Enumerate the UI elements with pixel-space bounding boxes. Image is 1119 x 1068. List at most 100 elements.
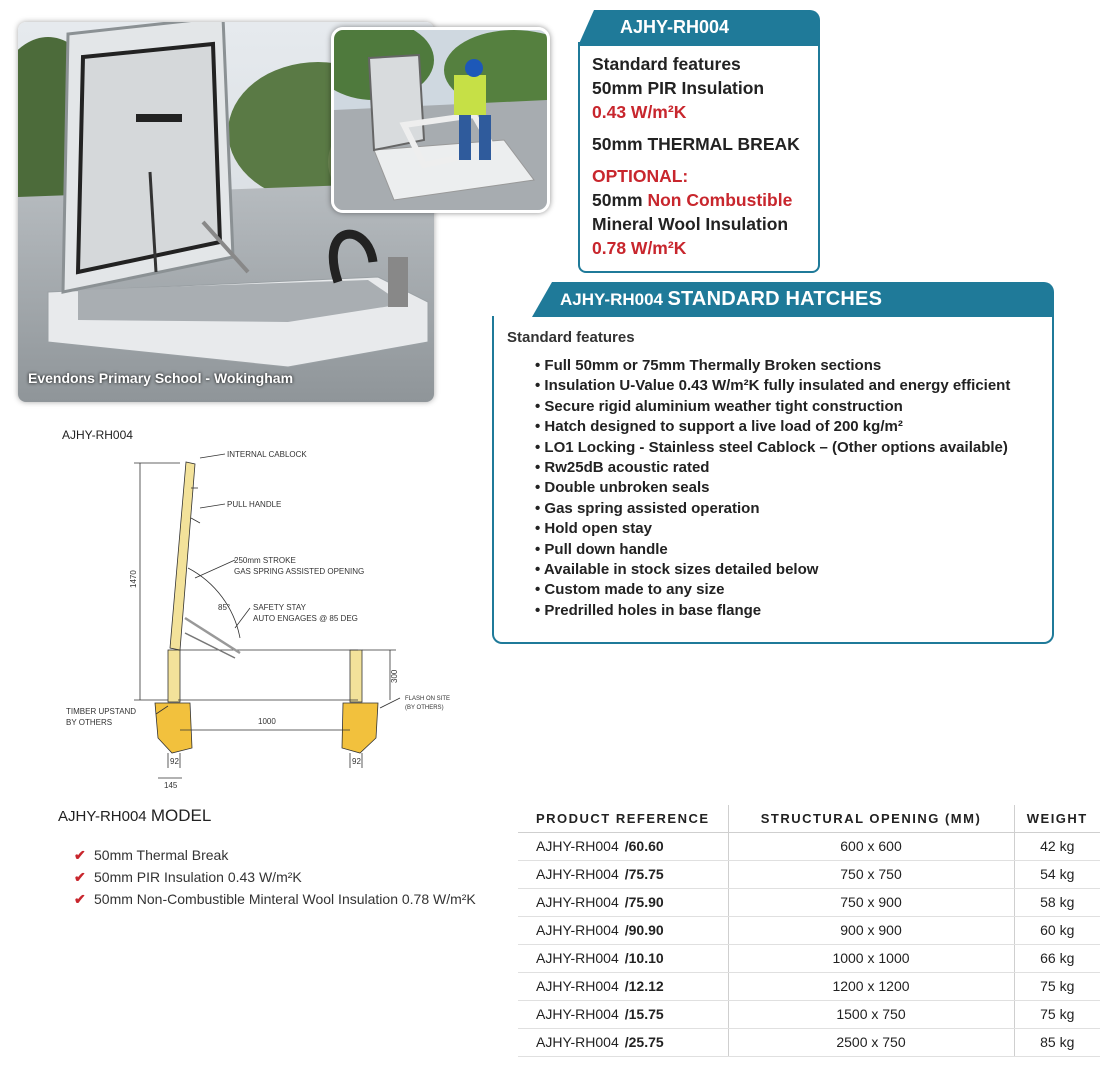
weight: 85 kg xyxy=(1013,1028,1100,1057)
product-reference: AJHY-RH004/75.75 xyxy=(518,860,728,889)
feature-item: • Available in stock sizes detailed belo… xyxy=(535,561,819,579)
mineral-wool-line: Mineral Wool Insulation xyxy=(592,214,789,234)
list-item: ✔ 50mm Thermal Break xyxy=(74,844,476,866)
structural-opening: 900 x 900 xyxy=(727,916,1014,945)
label-cablock: INTERNAL CABLOCK xyxy=(227,450,307,459)
feature-item: • Hold open stay xyxy=(535,520,652,538)
product-reference: AJHY-RH004/10.10 xyxy=(518,944,728,973)
label-timber-1: TIMBER UPSTAND xyxy=(66,707,136,716)
feature-item: • Secure rigid aluminium weather tight c… xyxy=(535,397,903,415)
label-height: 1470 xyxy=(129,570,138,588)
features-subtitle: Standard features xyxy=(507,329,635,346)
header-product-reference: PRODUCT REFERENCE xyxy=(518,805,728,833)
feature-item: • Predrilled holes in base flange xyxy=(535,601,762,619)
weight: 58 kg xyxy=(1013,888,1100,917)
hatches-code: AJHY-RH004 xyxy=(560,290,663,309)
label-pull-handle: PULL HANDLE xyxy=(227,500,281,509)
model-option-list: ✔ 50mm Thermal Break ✔ 50mm PIR Insulati… xyxy=(74,844,476,910)
non-combustible-label: Non Combustible xyxy=(647,190,793,210)
feature-item: • Gas spring assisted operation xyxy=(535,499,760,517)
checkmark-icon: ✔ xyxy=(74,847,86,863)
option-text: 50mm Thermal Break xyxy=(94,847,229,863)
label-stay-1: SAFETY STAY xyxy=(253,603,307,612)
label-flash-2: (BY OTHERS) xyxy=(405,705,444,711)
table-row: AJHY-RH004/12.12 1200 x 1200 75 kg xyxy=(518,972,1100,1001)
standard-features-line: Standard features xyxy=(592,54,741,74)
table-row: AJHY-RH004/90.90 900 x 900 60 kg xyxy=(518,916,1100,945)
standard-hatches-tab: AJHY-RH004 STANDARD HATCHES xyxy=(532,282,1054,317)
feature-item: • Insulation U-Value 0.43 W/m²K fully in… xyxy=(535,377,1011,395)
table-row: AJHY-RH004/75.90 750 x 900 58 kg xyxy=(518,888,1100,917)
structural-opening: 750 x 750 xyxy=(727,860,1014,889)
label-upstand-height: 300 xyxy=(390,669,399,683)
option-text: 50mm Non-Combustible Minteral Wool Insul… xyxy=(94,891,476,907)
model-heading-code: AJHY-RH004 xyxy=(58,808,147,825)
structural-opening: 600 x 600 xyxy=(727,832,1014,861)
product-reference: AJHY-RH004/75.90 xyxy=(518,888,728,917)
label-dim-right: 92 xyxy=(352,757,361,766)
header-structural-opening: STRUCTURAL OPENING (MM) xyxy=(727,805,1014,833)
label-angle: 85° xyxy=(218,603,230,612)
technical-drawing: INTERNAL CABLOCK PULL HANDLE 250mm STROK… xyxy=(66,450,450,790)
weight: 66 kg xyxy=(1013,944,1100,973)
pir-u-value: 0.43 W/m²K xyxy=(592,102,687,122)
table-row: AJHY-RH004/60.60 600 x 600 42 kg xyxy=(518,832,1100,861)
photo-caption: Evendons Primary School - Wokingham xyxy=(28,370,294,386)
header-weight: WEIGHT xyxy=(1013,805,1100,833)
label-stroke-1: 250mm STROKE xyxy=(234,556,296,565)
structural-opening: 1500 x 750 xyxy=(727,1000,1014,1029)
model-feature-box: Standard features 50mm PIR Insulation 0.… xyxy=(578,42,820,273)
list-item: ✔ 50mm PIR Insulation 0.43 W/m²K xyxy=(74,866,476,888)
table-row: AJHY-RH004/10.10 1000 x 1000 66 kg xyxy=(518,944,1100,973)
option-text: 50mm PIR Insulation 0.43 W/m²K xyxy=(94,869,302,885)
feature-item: • Full 50mm or 75mm Thermally Broken sec… xyxy=(535,357,882,374)
weight: 75 kg xyxy=(1013,1000,1100,1029)
non-combustible-line: 50mm Non Combustible xyxy=(592,188,818,212)
feature-list: • Full 50mm or 75mm Thermally Broken sec… xyxy=(507,356,1052,621)
table-header-row: PRODUCT REFERENCE STRUCTURAL OPENING (MM… xyxy=(518,805,1100,833)
label-timber-2: BY OTHERS xyxy=(66,718,112,727)
product-reference: AJHY-RH004/25.75 xyxy=(518,1028,728,1057)
label-dim-base: 145 xyxy=(164,781,178,790)
list-item: ✔ 50mm Non-Combustible Minteral Wool Ins… xyxy=(74,888,476,910)
weight: 60 kg xyxy=(1013,916,1100,945)
table-row: AJHY-RH004/15.75 1500 x 750 75 kg xyxy=(518,1000,1100,1029)
label-stroke-2: GAS SPRING ASSISTED OPENING xyxy=(234,567,364,576)
product-table: PRODUCT REFERENCE STRUCTURAL OPENING (MM… xyxy=(518,805,1100,1057)
model-heading: AJHY-RH004 MODEL xyxy=(58,806,211,826)
feature-item: • Hatch designed to support a live load … xyxy=(535,418,903,436)
product-reference: AJHY-RH004/15.75 xyxy=(518,1000,728,1029)
label-stay-2: AUTO ENGAGES @ 85 DEG xyxy=(253,614,358,623)
standard-features-panel: Standard features • Full 50mm or 75mm Th… xyxy=(492,316,1054,644)
feature-item: • Pull down handle xyxy=(535,540,668,558)
feature-item: • LO1 Locking - Stainless steel Cablock … xyxy=(535,438,1008,456)
label-flash-1: FLASH ON SITE xyxy=(405,696,450,702)
product-reference: AJHY-RH004/12.12 xyxy=(518,972,728,1001)
table-row: AJHY-RH004/75.75 750 x 750 54 kg xyxy=(518,860,1100,889)
optional-label: OPTIONAL: xyxy=(592,166,689,186)
model-code-tab: AJHY-RH004 xyxy=(578,10,820,46)
installer-photo xyxy=(331,27,550,213)
table-row: AJHY-RH004/25.75 2500 x 750 85 kg xyxy=(518,1028,1100,1057)
thermal-break-line: 50mm THERMAL BREAK xyxy=(592,134,800,154)
structural-opening: 1000 x 1000 xyxy=(727,944,1014,973)
pir-insulation-line: 50mm PIR Insulation xyxy=(592,78,765,98)
non-combustible-thickness: 50mm xyxy=(592,190,643,210)
label-dim-left: 92 xyxy=(170,757,179,766)
checkmark-icon: ✔ xyxy=(74,891,86,907)
label-opening: 1000 xyxy=(258,717,276,726)
feature-item: • Rw25dB acoustic rated xyxy=(535,459,710,477)
drawing-title: AJHY-RH004 xyxy=(62,428,133,442)
weight: 54 kg xyxy=(1013,860,1100,889)
weight: 42 kg xyxy=(1013,832,1100,861)
structural-opening: 750 x 900 xyxy=(727,888,1014,917)
hatches-title: STANDARD HATCHES xyxy=(667,288,883,310)
installer-illustration xyxy=(334,30,547,210)
model-heading-suffix: MODEL xyxy=(150,806,212,825)
structural-opening: 1200 x 1200 xyxy=(727,972,1014,1001)
feature-item: • Custom made to any size xyxy=(535,581,725,599)
product-reference: AJHY-RH004/60.60 xyxy=(518,832,728,861)
product-reference: AJHY-RH004/90.90 xyxy=(518,916,728,945)
feature-item: • Double unbroken seals xyxy=(535,479,710,497)
weight: 75 kg xyxy=(1013,972,1100,1001)
